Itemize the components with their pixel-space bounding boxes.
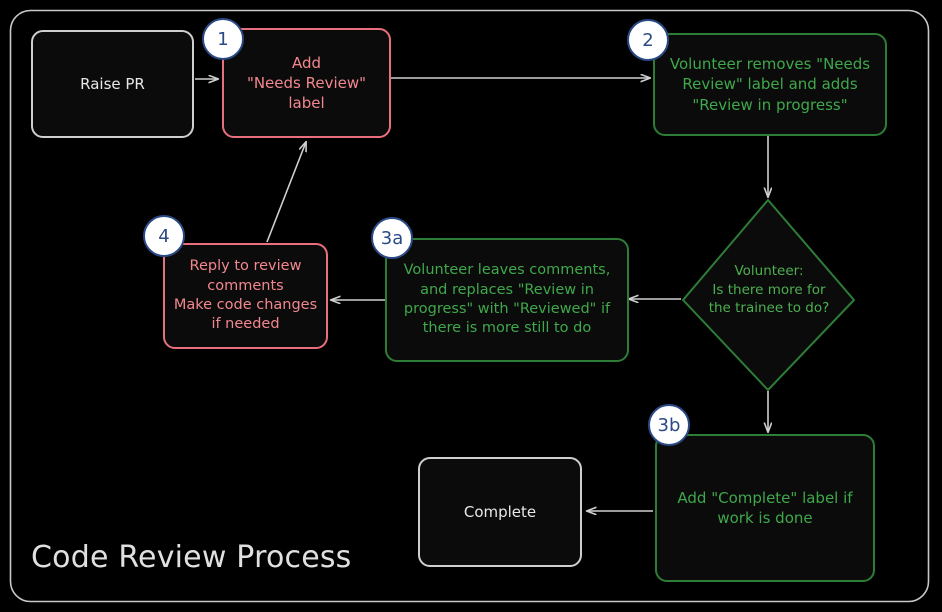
- node-decision-line2: Is there more for: [712, 281, 826, 298]
- node-step2[interactable]: Volunteer removes "Needs Review" label a…: [653, 33, 887, 136]
- node-step4-line4: if needed: [211, 316, 280, 333]
- node-complete-label: Complete: [463, 502, 537, 521]
- node-step3a-line4: there is more still to do: [422, 320, 592, 337]
- node-step3b-line2: work is done: [717, 509, 813, 527]
- diagram-title: Code Review Process: [31, 540, 352, 575]
- node-step3b-line1: Add "Complete" label if: [677, 488, 853, 507]
- badge-step1: 1: [202, 18, 244, 60]
- node-step1-line2: "Needs Review": [246, 73, 367, 92]
- node-decision-line1: Volunteer:: [734, 263, 804, 279]
- badge-step2-label: 2: [642, 29, 654, 51]
- badge-step4: 4: [143, 215, 185, 257]
- decision-diamond: [682, 199, 855, 391]
- badge-step3a-label: 3a: [380, 227, 404, 249]
- node-step3a-line3: progress" with "Reviewed" if: [403, 301, 611, 317]
- edge-step4-step1: [266, 142, 306, 243]
- node-step3a-line2: and replaces "Review in: [420, 281, 594, 298]
- node-raise-pr-label: Raise PR: [80, 74, 145, 93]
- node-step1[interactable]: Add "Needs Review" label: [222, 28, 391, 138]
- node-raise-pr[interactable]: Raise PR: [31, 30, 194, 138]
- badge-step2: 2: [627, 19, 669, 61]
- node-step2-line1: Volunteer removes "Needs: [669, 55, 871, 74]
- node-step3a-line1: Volunteer leaves comments,: [403, 262, 611, 279]
- node-step3a[interactable]: Volunteer leaves comments, and replaces …: [385, 238, 629, 362]
- node-step2-line3: "Review in progress": [692, 95, 848, 114]
- node-decision-label: Volunteer: Is there more for the trainee…: [683, 262, 855, 318]
- badge-step3b: 3b: [648, 404, 690, 446]
- badge-step3b-label: 3b: [657, 414, 681, 436]
- node-step2-line2: Review" label and adds: [682, 75, 858, 94]
- node-decision-line3: the trainee to do?: [708, 300, 830, 317]
- node-step3b[interactable]: Add "Complete" label if work is done: [655, 434, 875, 582]
- badge-step3a: 3a: [371, 217, 413, 259]
- node-complete[interactable]: Complete: [418, 457, 582, 567]
- badge-step1-label: 1: [217, 28, 229, 50]
- node-step1-line1: Add: [291, 53, 322, 72]
- node-step4-line3: Make code changes: [173, 297, 318, 313]
- node-step1-line3: label: [288, 94, 325, 113]
- node-step4-line1: Reply to review: [189, 258, 302, 275]
- node-step4[interactable]: Reply to review comments Make code chang…: [163, 243, 328, 349]
- node-step4-line2: comments: [207, 277, 284, 294]
- badge-step4-label: 4: [158, 225, 170, 247]
